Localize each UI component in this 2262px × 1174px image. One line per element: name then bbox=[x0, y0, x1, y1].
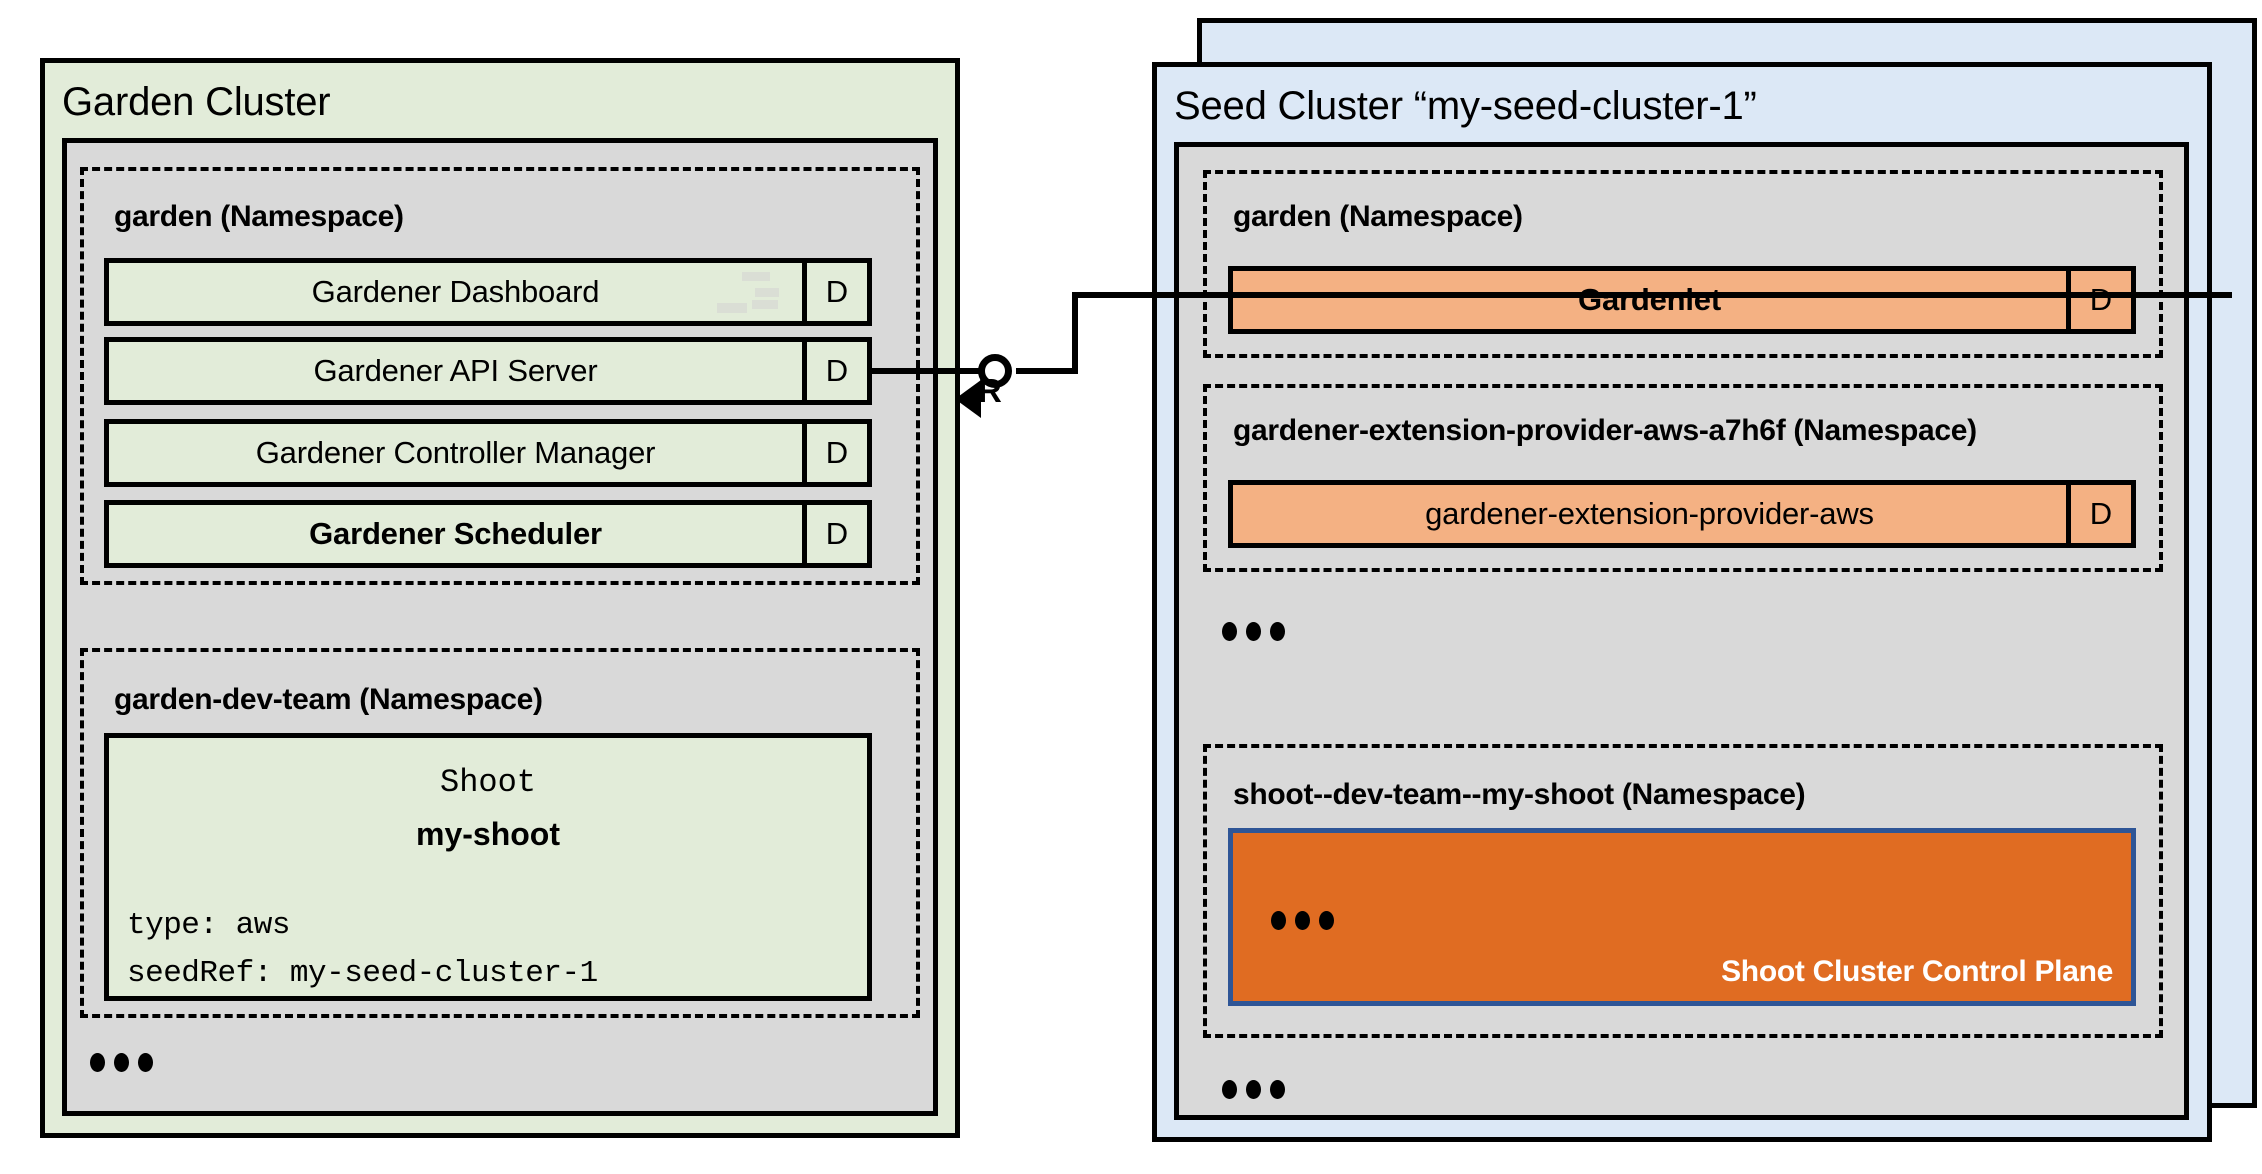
connector-segment-riser bbox=[1072, 292, 1078, 374]
seed-cluster-more-indicator-bottom bbox=[1222, 1080, 1285, 1099]
namespace-garden-dev-team bbox=[80, 648, 920, 1018]
component-gardener-controller-manager-label: Gardener Controller Manager bbox=[255, 435, 656, 470]
shoot-resource-name: my-shoot bbox=[416, 816, 560, 852]
shoot-resource-kind: Shoot bbox=[439, 764, 536, 801]
control-plane-more-indicator bbox=[1271, 911, 1334, 930]
compression-artifact bbox=[742, 272, 770, 281]
shoot-resource-box[interactable]: Shoot my-shoot type: aws seedRef: my-see… bbox=[104, 733, 872, 1001]
component-gardener-controller-manager-kind: D bbox=[802, 424, 867, 482]
namespace-gardener-extension-provider-aws bbox=[1203, 384, 2163, 572]
garden-cluster-title: Garden Cluster bbox=[62, 80, 331, 124]
shoot-cluster-control-plane-label: Shoot Cluster Control Plane bbox=[1721, 955, 2113, 988]
compression-artifact bbox=[717, 303, 747, 313]
compression-artifact bbox=[752, 300, 778, 309]
component-gardener-extension-provider-aws-kind: D bbox=[2066, 485, 2131, 543]
namespace-garden-garden-cluster bbox=[80, 167, 920, 585]
namespace-garden-garden-cluster-title: garden (Namespace) bbox=[114, 200, 404, 233]
namespace-shoot-dev-team-my-shoot bbox=[1203, 744, 2163, 1038]
component-gardener-api-server-kind: D bbox=[802, 342, 867, 400]
connector-segment-left bbox=[872, 368, 984, 374]
component-gardener-dashboard-kind: D bbox=[802, 263, 867, 321]
component-gardener-scheduler-kind: D bbox=[802, 505, 867, 563]
component-gardenlet-kind: D bbox=[2066, 271, 2131, 329]
component-gardener-scheduler-label: Gardener Scheduler bbox=[309, 516, 602, 551]
component-gardener-controller-manager[interactable]: Gardener Controller Manager D bbox=[104, 419, 872, 487]
component-gardenlet[interactable]: Gardenlet D bbox=[1228, 266, 2136, 334]
required-interface-arrow-icon bbox=[955, 380, 981, 418]
component-gardener-dashboard-label: Gardener Dashboard bbox=[311, 274, 600, 309]
garden-cluster-more-indicator bbox=[90, 1053, 153, 1072]
component-gardener-scheduler[interactable]: Gardener Scheduler D bbox=[104, 500, 872, 568]
namespace-garden-dev-team-title: garden-dev-team (Namespace) bbox=[114, 683, 543, 716]
shoot-cluster-control-plane[interactable]: Shoot Cluster Control Plane bbox=[1228, 828, 2136, 1006]
seed-cluster-title: Seed Cluster “my-seed-cluster-1” bbox=[1174, 84, 1757, 128]
namespace-shoot-dev-team-my-shoot-title: shoot--dev-team--my-shoot (Namespace) bbox=[1233, 778, 1806, 811]
connector-segment-top bbox=[1072, 292, 2232, 298]
shoot-resource-field-seedref: seedRef: my-seed-cluster-1 bbox=[127, 956, 598, 991]
namespace-gardener-extension-provider-aws-title: gardener-extension-provider-aws-a7h6f (N… bbox=[1233, 414, 1977, 447]
component-gardener-dashboard[interactable]: Gardener Dashboard D bbox=[104, 258, 872, 326]
component-gardenlet-label: Gardenlet bbox=[1578, 282, 1721, 317]
namespace-garden-seed-cluster-title: garden (Namespace) bbox=[1233, 200, 1523, 233]
connector-segment-mid bbox=[1016, 368, 1078, 374]
component-gardener-extension-provider-aws[interactable]: gardener-extension-provider-aws D bbox=[1228, 480, 2136, 548]
component-gardener-extension-provider-aws-label: gardener-extension-provider-aws bbox=[1425, 496, 1874, 531]
component-gardener-api-server-label: Gardener API Server bbox=[313, 353, 598, 388]
namespace-garden-seed-cluster bbox=[1203, 170, 2163, 358]
compression-artifact bbox=[755, 288, 779, 297]
connector-label: R bbox=[978, 372, 1002, 409]
seed-cluster-more-indicator-extensions bbox=[1222, 622, 1285, 641]
component-gardener-api-server[interactable]: Gardener API Server D bbox=[104, 337, 872, 405]
shoot-resource-field-type: type: aws bbox=[127, 908, 290, 943]
connector-socket-ball-icon bbox=[978, 354, 1012, 388]
